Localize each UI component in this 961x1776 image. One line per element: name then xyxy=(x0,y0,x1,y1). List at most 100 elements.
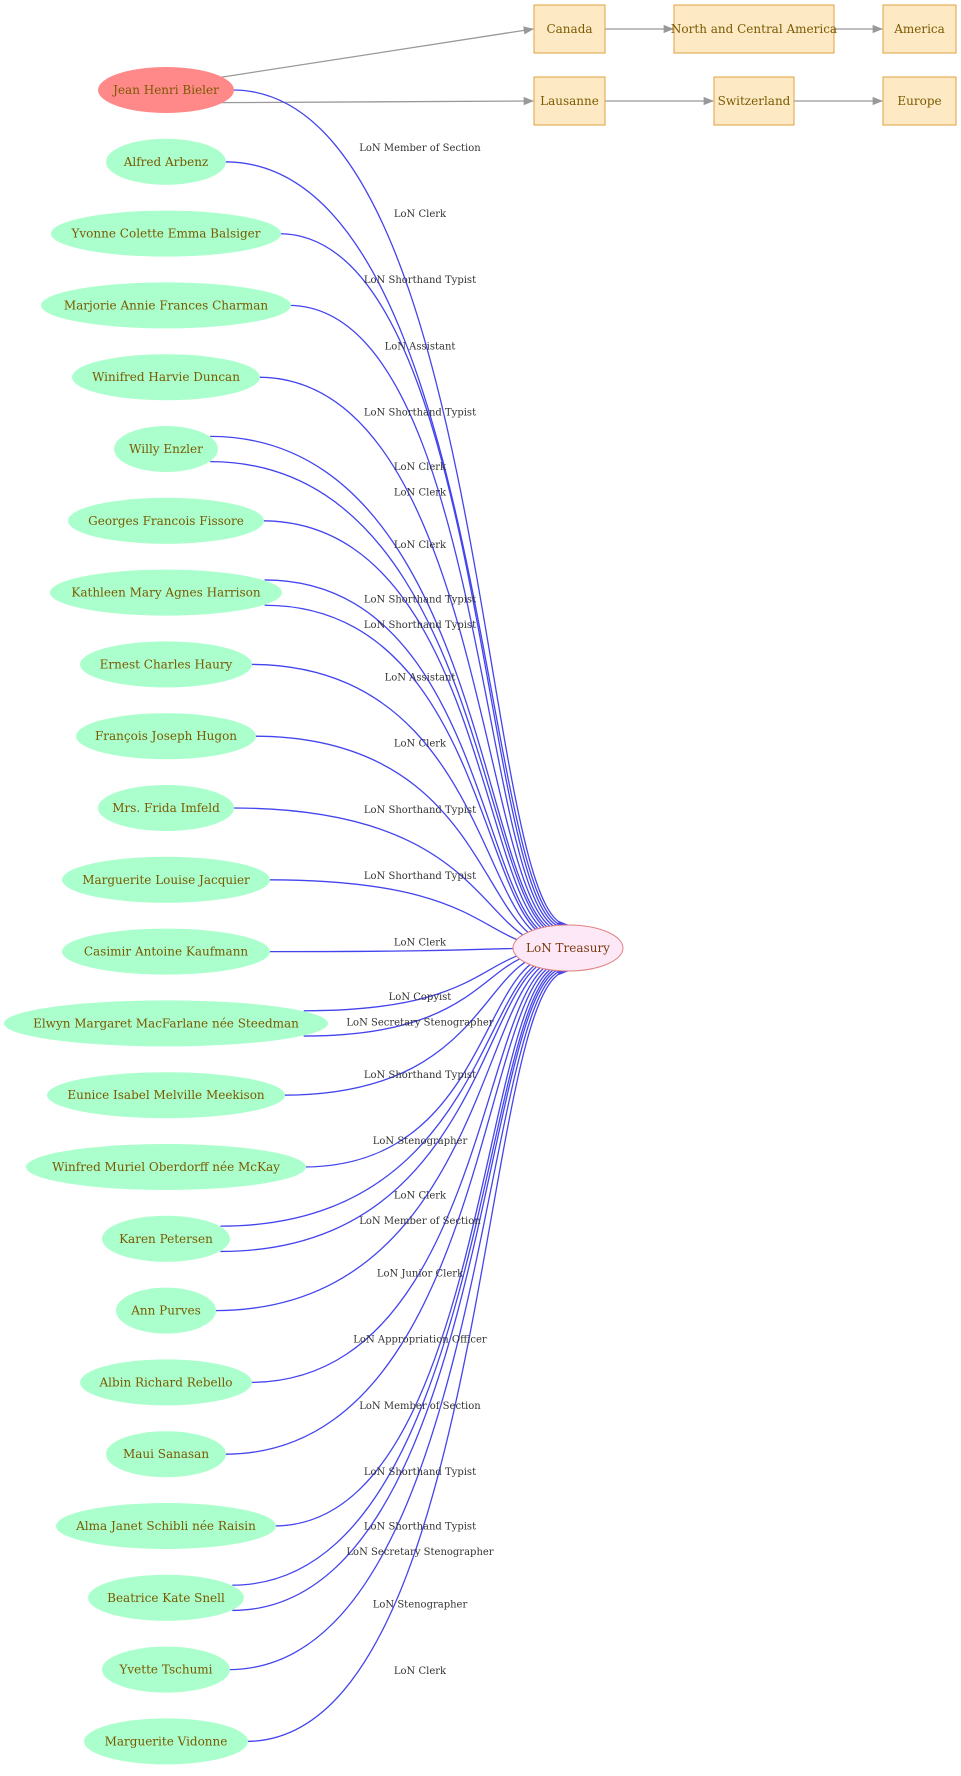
person-node-label: Willy Enzler xyxy=(129,442,203,456)
person-node-label: Casimir Antoine Kaufmann xyxy=(84,945,249,959)
person-node-label: Kathleen Mary Agnes Harrison xyxy=(71,586,260,600)
person-node[interactable]: Yvette Tschumi xyxy=(102,1646,230,1693)
person-node[interactable]: Kathleen Mary Agnes Harrison xyxy=(50,569,282,616)
role-edge xyxy=(232,89,570,930)
edge-role-label: LoN Stenographer xyxy=(373,1136,468,1147)
person-node-label: Albin Richard Rebello xyxy=(98,1375,232,1389)
person-node[interactable]: Albin Richard Rebello xyxy=(80,1359,252,1406)
person-node[interactable]: Winifred Harvie Duncan xyxy=(72,354,260,401)
place-node[interactable]: Canada xyxy=(533,4,606,54)
role-edge xyxy=(288,304,566,935)
edge-role-label: LoN Junior Clerk xyxy=(377,1269,464,1280)
person-node-label: Yvonne Colette Emma Balsiger xyxy=(70,227,260,241)
place-node[interactable]: Europe xyxy=(882,76,957,126)
place-node[interactable]: America xyxy=(882,4,957,54)
person-node-shape xyxy=(80,641,252,688)
person-node-shape xyxy=(102,1215,230,1262)
organization-node-label: LoN Treasury xyxy=(526,941,610,955)
person-node[interactable]: Alfred Arbenz xyxy=(106,138,226,185)
person-node-shape xyxy=(62,856,270,903)
person-node[interactable]: Marjorie Annie Frances Charman xyxy=(41,282,291,329)
edge-role-label: LoN Clerk xyxy=(394,540,447,551)
person-node-shape xyxy=(88,1574,244,1621)
edge-role-label: LoN Shorthand Typist xyxy=(364,275,476,286)
place-node-shape xyxy=(533,4,606,54)
person-node[interactable]: Ernest Charles Haury xyxy=(80,641,252,688)
person-node[interactable]: Willy Enzler xyxy=(114,426,218,472)
person-node[interactable]: Georges Francois Fissore xyxy=(68,497,264,544)
place-node-shape xyxy=(713,76,795,126)
edge-role-label: LoN Shorthand Typist xyxy=(364,805,476,816)
edge-role-label: LoN Clerk xyxy=(394,488,447,499)
edge-role-label: LoN Clerk xyxy=(394,937,447,948)
person-node-label: Georges Francois Fissore xyxy=(88,514,244,528)
person-node[interactable]: Marguerite Vidonne xyxy=(84,1718,248,1765)
edge-role-label: LoN Member of Section xyxy=(359,143,481,154)
place-node-shape xyxy=(673,4,835,54)
edge-role-label: LoN Shorthand Typist xyxy=(364,871,476,882)
person-node-shape xyxy=(116,1287,216,1334)
person-node-label: Karen Petersen xyxy=(119,1232,213,1246)
place-node[interactable]: Lausanne xyxy=(533,76,606,126)
edge-role-label: LoN Assistant xyxy=(385,673,456,684)
person-node[interactable]: Casimir Antoine Kaufmann xyxy=(62,928,270,975)
edge-role-label: LoN Copyist xyxy=(389,992,452,1003)
person-node-label: Ann Purves xyxy=(130,1304,201,1318)
edge-role-label: LoN Member of Section xyxy=(359,1401,481,1412)
person-node[interactable]: Elwyn Margaret MacFarlane née Steedman xyxy=(4,1000,328,1047)
person-node-label: Winfred Muriel Oberdorff née McKay xyxy=(52,1160,280,1174)
place-node-label: Europe xyxy=(897,94,941,108)
person-node-label: Mrs. Frida Imfeld xyxy=(112,801,220,815)
person-node[interactable]: François Joseph Hugon xyxy=(76,713,256,760)
person-node[interactable]: Mrs. Frida Imfeld xyxy=(98,785,234,831)
person-node-shape xyxy=(41,282,291,329)
role-edge xyxy=(232,963,567,1612)
role-edge xyxy=(224,161,568,931)
edge-role-label: LoN Clerk xyxy=(394,1191,447,1202)
organization-node[interactable]: LoN Treasury xyxy=(512,924,624,972)
person-node-shape xyxy=(4,1000,328,1047)
organization-node-shape xyxy=(512,924,624,972)
place-node[interactable]: North and Central America xyxy=(671,4,837,54)
role-edge xyxy=(264,604,559,944)
person-node[interactable]: Alma Janet Schibli née Raisin xyxy=(56,1503,276,1549)
edge-role-label: LoN Secretary Stenographer xyxy=(346,1547,493,1558)
role-edge xyxy=(228,965,568,1671)
person-node-label: Elwyn Margaret MacFarlane née Steedman xyxy=(33,1016,299,1030)
person-node[interactable]: Eunice Isabel Melville Meekison xyxy=(47,1072,285,1119)
edges-layer xyxy=(210,24,884,1743)
person-node[interactable]: Winfred Muriel Oberdorff née McKay xyxy=(26,1144,306,1190)
person-node-label: Yvette Tschumi xyxy=(118,1663,212,1677)
person-node[interactable]: Maui Sanasan xyxy=(106,1431,226,1478)
person-node-label: Ernest Charles Haury xyxy=(100,657,233,671)
place-node[interactable]: Switzerland xyxy=(713,76,795,126)
subject-node[interactable]: Jean Henri Bieler xyxy=(98,67,234,113)
place-link-edge xyxy=(220,26,535,78)
person-node-shape xyxy=(106,138,226,185)
person-node[interactable]: Karen Petersen xyxy=(102,1215,230,1262)
person-node[interactable]: Ann Purves xyxy=(116,1287,216,1334)
place-node-label: America xyxy=(893,22,945,36)
person-node-shape xyxy=(51,210,281,257)
person-node-shape xyxy=(106,1431,226,1478)
subject-node-shape xyxy=(98,67,234,113)
person-node[interactable]: Marguerite Louise Jacquier xyxy=(62,856,270,903)
person-node-label: Jean Henri Bieler xyxy=(111,83,219,97)
person-node-shape xyxy=(68,497,264,544)
edge-role-label: LoN Shorthand Typist xyxy=(364,595,476,606)
role-edge xyxy=(267,943,553,953)
person-node-shape xyxy=(98,785,234,831)
role-edge xyxy=(210,461,562,939)
person-node-label: Maui Sanasan xyxy=(123,1447,209,1461)
role-edge xyxy=(262,520,561,941)
person-node-shape xyxy=(72,354,260,401)
edge-role-label: LoN Clerk xyxy=(394,1666,447,1677)
person-node-label: Eunice Isabel Melville Meekison xyxy=(67,1088,265,1102)
person-node-shape xyxy=(56,1503,276,1549)
person-node[interactable]: Yvonne Colette Emma Balsiger xyxy=(51,210,281,257)
person-node[interactable]: Beatrice Kate Snell xyxy=(88,1574,244,1621)
place-node-shape xyxy=(882,76,957,126)
place-node-shape xyxy=(882,4,957,54)
